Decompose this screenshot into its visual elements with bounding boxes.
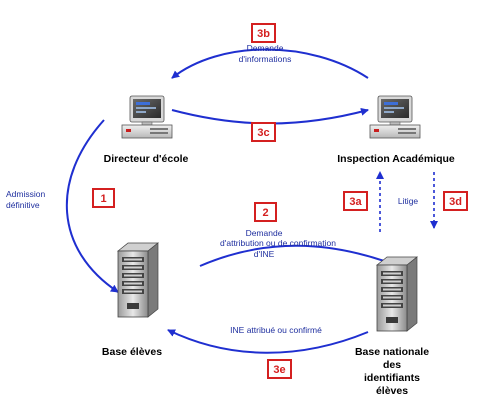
flow-label-admission-1: Admission: [6, 189, 45, 199]
flow-label-ine-attribue: INE attribué ou confirmé: [230, 325, 322, 335]
svg-text:3e: 3e: [273, 364, 285, 376]
flow-label-demande-attribution-3: d'INE: [254, 249, 275, 259]
step-badge-3d: 3d: [443, 191, 468, 211]
arrow-3e-base-nationale-to-base-eleves: [167, 329, 369, 354]
flow-label-demande-informations-2: d'informations: [239, 54, 292, 64]
step-badge-3b: 3b: [251, 23, 276, 43]
step-badge-3e: 3e: [267, 359, 292, 379]
svg-text:2: 2: [262, 207, 268, 219]
step-badge-2: 2: [254, 202, 277, 222]
flow-label-demande-informations-1: Demande: [247, 43, 284, 53]
svg-text:3b: 3b: [257, 28, 270, 40]
step-badge-3a: 3a: [343, 191, 368, 211]
svg-text:3a: 3a: [349, 196, 362, 208]
node-label-inspection: Inspection Académique: [337, 153, 455, 165]
arrow-2-base-eleves-to-base-nationale: [199, 244, 399, 268]
flow-label-demande-attribution-1: Demande: [246, 228, 283, 238]
node-label-base-nationale-4: élèves: [376, 385, 408, 397]
server-tower-icon: [117, 242, 159, 318]
flow-label-demande-attribution-2: d'attribution ou de confirmation: [220, 238, 336, 248]
desktop-computer-icon: [369, 95, 421, 139]
node-label-base-nationale-3: identifiants: [364, 372, 420, 384]
step-badge-3c: 3c: [251, 122, 276, 142]
svg-text:3c: 3c: [257, 127, 269, 139]
step-badge-1: 1: [92, 188, 115, 208]
node-label-base-nationale-2: des: [383, 359, 401, 371]
node-label-base-nationale-1: Base nationale: [355, 346, 429, 358]
flow-label-admission-2: définitive: [6, 200, 40, 210]
svg-text:1: 1: [100, 193, 106, 205]
arrow-1-directeur-to-base-eleves: [65, 119, 119, 293]
node-label-base-eleves: Base élèves: [102, 346, 162, 358]
server-tower-icon: [376, 256, 418, 332]
flow-label-litige: Litige: [398, 196, 419, 206]
arrow-3c-directeur-to-inspection: [171, 107, 369, 125]
svg-text:3d: 3d: [449, 196, 462, 208]
node-label-directeur: Directeur d'école: [104, 153, 189, 165]
arrow-3b-inspection-to-directeur: [171, 48, 369, 79]
desktop-computer-icon: [121, 95, 173, 139]
